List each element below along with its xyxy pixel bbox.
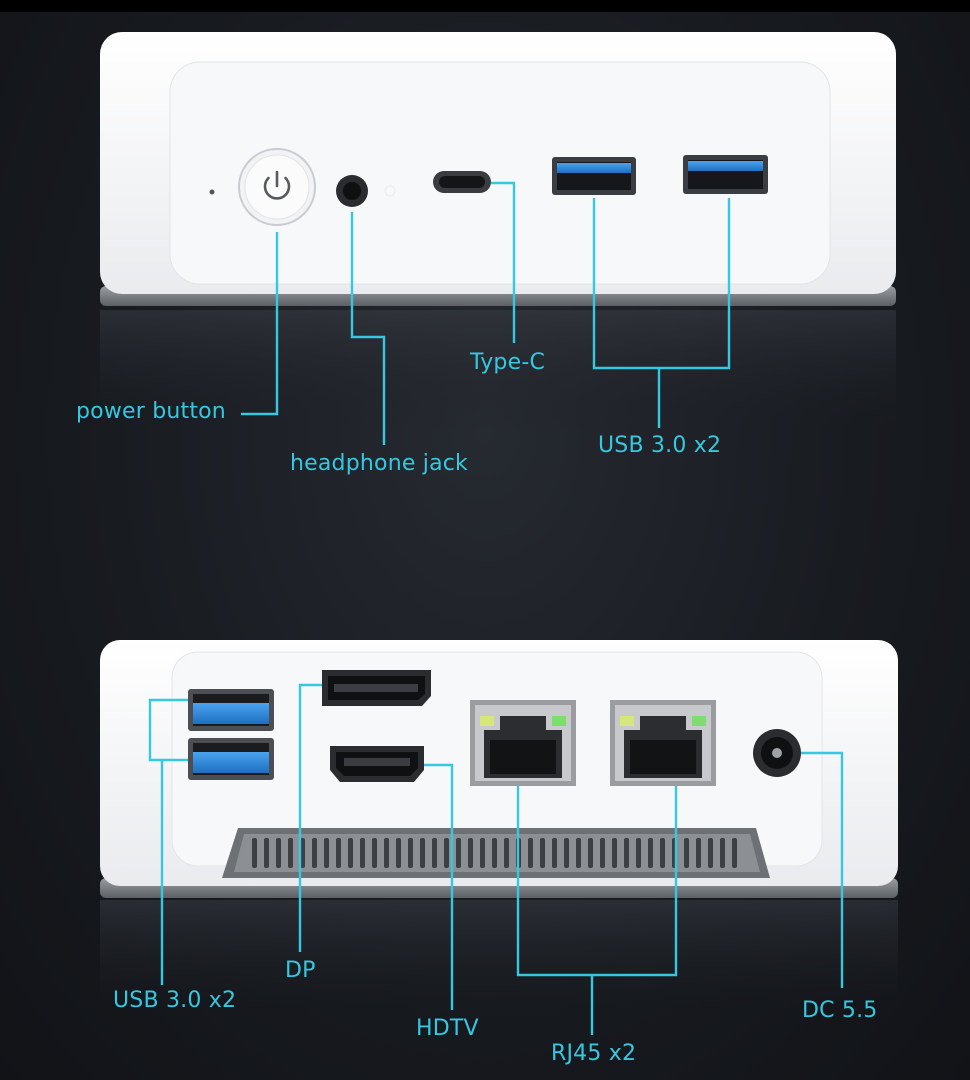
vent-slot	[480, 838, 485, 868]
dc-label: DC 5.5	[802, 998, 878, 1023]
vent-slot	[660, 838, 665, 868]
front-callout-lines	[241, 181, 731, 445]
vent-slot	[492, 838, 497, 868]
headphone-jack-label: headphone jack	[290, 451, 468, 476]
vent-slot	[396, 838, 401, 868]
vent-slot	[552, 838, 557, 868]
rear-device	[100, 640, 898, 1010]
vent-slot	[348, 838, 353, 868]
vent-slot	[360, 838, 365, 868]
vent-slot	[624, 838, 629, 868]
vent-slot	[564, 838, 569, 868]
power-button-label: power button	[76, 399, 226, 424]
vent-slot	[504, 838, 509, 868]
front-device	[100, 32, 896, 430]
usb-port-front-2-icon	[683, 155, 768, 194]
rj45-label: RJ45 x2	[551, 1041, 637, 1066]
vent-slot	[540, 838, 545, 868]
type-c-label: Type-C	[470, 350, 546, 375]
vent-slot	[384, 838, 389, 868]
vent-slot	[684, 838, 689, 868]
hdmi-port-icon	[330, 746, 424, 782]
usb-port-front-1-icon	[552, 157, 636, 195]
hdtv-label: HDTV	[416, 1016, 479, 1041]
vent-slot	[468, 838, 473, 868]
power-button-icon	[238, 148, 316, 226]
displayport-icon	[322, 670, 431, 706]
vent-slot	[576, 838, 581, 868]
headphone-jack-icon	[336, 175, 396, 207]
vent-slot	[732, 838, 737, 868]
vent-slot	[432, 838, 437, 868]
dp-label: DP	[285, 958, 316, 983]
vent-slot	[336, 838, 341, 868]
vent-grille	[222, 828, 770, 878]
vent-slot	[636, 838, 641, 868]
vent-slot	[456, 838, 461, 868]
vent-slot	[408, 838, 413, 868]
vent-slot	[300, 838, 305, 868]
vent-slot	[264, 838, 269, 868]
vent-slot	[612, 838, 617, 868]
dc-jack-icon	[753, 729, 801, 777]
vent-slot	[372, 838, 377, 868]
vent-slot	[444, 838, 449, 868]
vent-slot	[528, 838, 533, 868]
vent-slot	[276, 838, 281, 868]
vent-slot	[324, 838, 329, 868]
usb-port-rear-1-icon	[188, 689, 274, 731]
usb-port-rear-2-icon	[188, 738, 274, 780]
vent-slot	[420, 838, 425, 868]
vent-slot	[696, 838, 701, 868]
top-band	[0, 0, 970, 12]
vent-slot	[708, 838, 713, 868]
vent-slot	[312, 838, 317, 868]
vent-slot	[252, 838, 257, 868]
vent-slot	[588, 838, 593, 868]
vent-slot	[600, 838, 605, 868]
rj45-port-2-icon	[610, 700, 716, 786]
vent-slot	[288, 838, 293, 868]
rj45-port-1-icon	[470, 700, 576, 786]
usb-front-label: USB 3.0 x2	[598, 433, 722, 458]
status-led	[209, 189, 215, 195]
type-c-port-icon	[433, 171, 491, 193]
vent-slot	[648, 838, 653, 868]
rear-callout-lines	[148, 683, 844, 1035]
vent-slot	[720, 838, 725, 868]
usb-rear-label: USB 3.0 x2	[113, 988, 237, 1013]
